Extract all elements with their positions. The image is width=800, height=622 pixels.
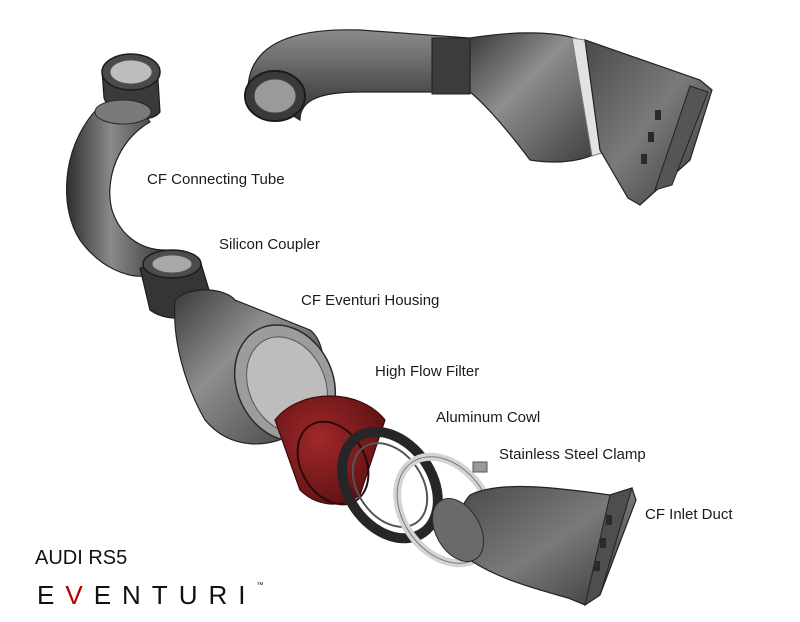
model-name: AUDI RS5 xyxy=(35,547,128,569)
assembled-intake-unit xyxy=(244,29,713,206)
inlet-duct-part xyxy=(431,485,637,607)
label-cf-connecting-tube: CF Connecting Tube xyxy=(147,171,285,188)
brand-prefix: E xyxy=(37,580,66,610)
label-cf-eventuri-housing: CF Eventuri Housing xyxy=(301,292,440,309)
label-aluminum-cowl: Aluminum Cowl xyxy=(436,409,541,426)
brand-accent-letter: V xyxy=(65,580,94,610)
label-stainless-steel-clamp: Stainless Steel Clamp xyxy=(499,446,646,463)
label-silicon-coupler: Silicon Coupler xyxy=(219,236,320,253)
brand-suffix: ENTURI xyxy=(93,580,257,610)
brand-logo: EVENTURI™ xyxy=(37,580,263,611)
trademark-mark: ™ xyxy=(256,582,264,589)
connecting-tube-part xyxy=(66,99,167,277)
high-flow-filter-part xyxy=(274,395,386,506)
label-high-flow-filter: High Flow Filter xyxy=(375,363,480,380)
label-cf-inlet-duct: CF Inlet Duct xyxy=(645,506,733,523)
